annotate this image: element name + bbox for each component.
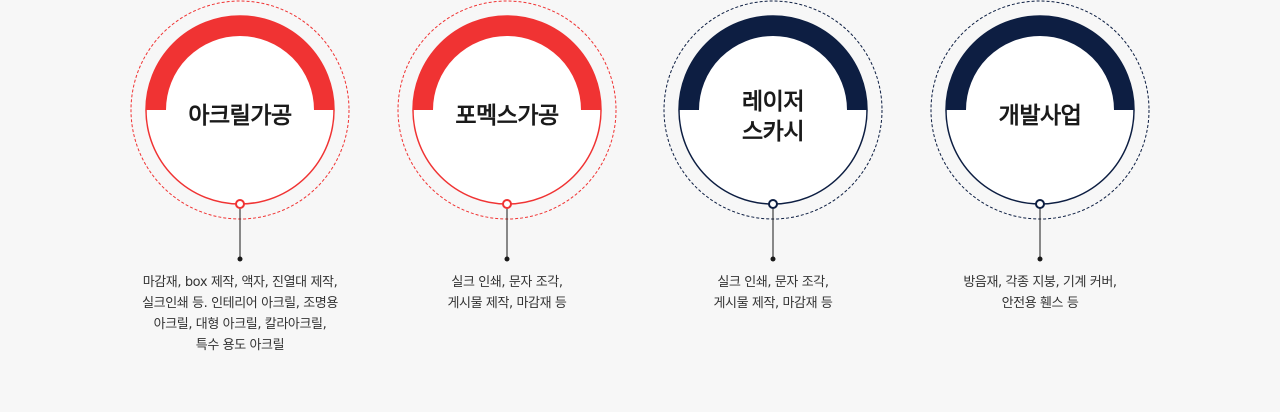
business-item-acrylic: 아크릴가공 마감재, box 제작, 액자, 진열대 제작, 실크인쇄 등. 인… <box>125 0 355 412</box>
title-line: 포멕스가공 <box>455 103 559 129</box>
item-description: 실크 인쇄, 문자 조각, 게시물 제작, 마감재 등 <box>392 272 622 314</box>
connector-node <box>1035 199 1045 209</box>
item-title: 아크릴가공 <box>125 101 355 131</box>
top-arc <box>946 16 1134 111</box>
circle-graphic <box>130 0 350 262</box>
connector-end-dot <box>237 256 243 262</box>
connector-node <box>768 199 778 209</box>
item-title: 개발사업 <box>925 101 1155 131</box>
business-item-laser: 레이저 스카시 실크 인쇄, 문자 조각, 게시물 제작, 마감재 등 <box>658 0 888 412</box>
connector-node <box>502 199 512 209</box>
connector-end-dot <box>1037 256 1043 262</box>
top-arc <box>413 16 601 111</box>
item-title: 포멕스가공 <box>392 101 622 131</box>
desc-line: 실크 인쇄, 문자 조각, <box>451 275 563 290</box>
item-description: 방음재, 각종 지붕, 기계 커버, 안전용 휀스 등 <box>925 272 1155 314</box>
desc-line: 특수 용도 아크릴 <box>195 338 285 353</box>
business-item-development: 개발사업 방음재, 각종 지붕, 기계 커버, 안전용 휀스 등 <box>925 0 1155 412</box>
title-line: 개발사업 <box>998 103 1082 129</box>
top-arc <box>146 16 334 111</box>
item-description: 마감재, box 제작, 액자, 진열대 제작, 실크인쇄 등. 인테리어 아크… <box>125 272 355 356</box>
top-arc <box>679 16 867 111</box>
desc-line: 실크인쇄 등. 인테리어 아크릴, 조명용 <box>142 296 338 311</box>
title-line: 레이저 <box>742 89 804 115</box>
desc-line: 게시물 제작, 마감재 등 <box>447 296 567 311</box>
item-description: 실크 인쇄, 문자 조각, 게시물 제작, 마감재 등 <box>658 272 888 314</box>
desc-line: 실크 인쇄, 문자 조각, <box>717 275 829 290</box>
connector-end-dot <box>504 256 510 262</box>
desc-line: 방음재, 각종 지붕, 기계 커버, <box>963 275 1117 290</box>
title-line: 스카시 <box>742 119 804 145</box>
desc-line: 아크릴, 대형 아크릴, 칼라아크릴, <box>153 317 327 332</box>
circle-graphic <box>397 0 617 262</box>
business-item-foamex: 포멕스가공 실크 인쇄, 문자 조각, 게시물 제작, 마감재 등 <box>392 0 622 412</box>
connector-end-dot <box>770 256 776 262</box>
desc-line: 마감재, box 제작, 액자, 진열대 제작, <box>142 275 338 290</box>
desc-line: 게시물 제작, 마감재 등 <box>713 296 833 311</box>
item-title: 레이저 스카시 <box>658 87 888 147</box>
connector-node <box>235 199 245 209</box>
circle-graphic <box>930 0 1150 262</box>
circle-graphic <box>663 0 883 262</box>
desc-line: 안전용 휀스 등 <box>1001 296 1079 311</box>
title-line: 아크릴가공 <box>188 103 292 129</box>
